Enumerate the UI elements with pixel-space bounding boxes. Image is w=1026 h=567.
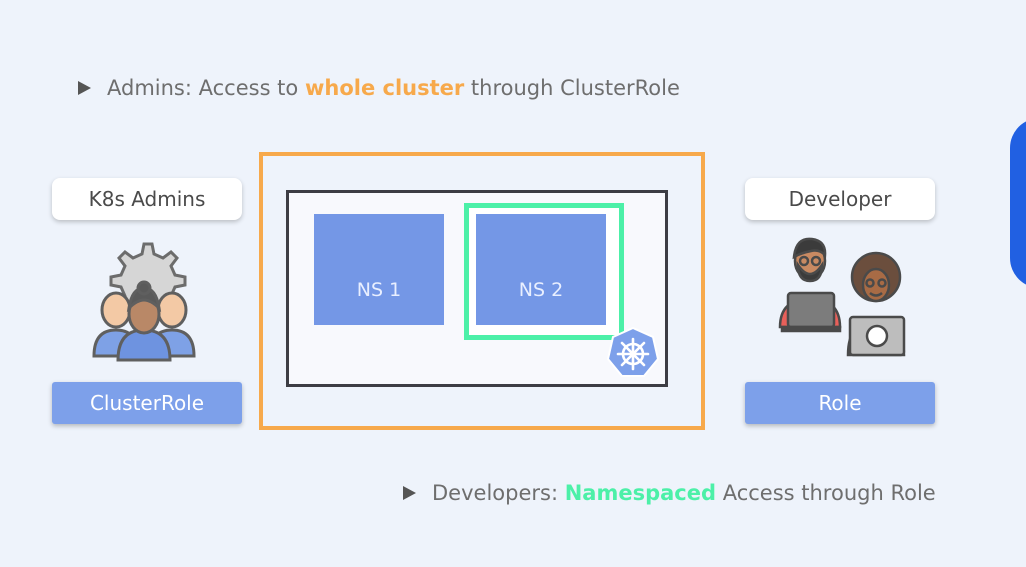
edge-accent-shape — [1010, 118, 1026, 288]
bullet-admins-prefix: Admins: Access to — [107, 76, 299, 100]
namespace-1: NS 1 — [314, 214, 444, 325]
bullet-developers-suffix: Access through Role — [722, 481, 936, 505]
k8s-admins-label: K8s Admins — [52, 178, 242, 220]
bullet-developers: Developers: Namespaced Access through Ro… — [403, 481, 936, 505]
bullet-developers-highlight: Namespaced — [564, 481, 717, 505]
bullet-triangle-icon — [403, 486, 416, 500]
clusterrole-button: ClusterRole — [52, 382, 242, 424]
bullet-admins: Admins: Access to whole cluster through … — [78, 76, 680, 100]
bullet-admins-suffix: through ClusterRole — [470, 76, 680, 100]
developers-laptops-icon — [778, 237, 906, 357]
role-button: Role — [745, 382, 935, 424]
developer-label: Developer — [745, 178, 935, 220]
namespace-2: NS 2 — [476, 214, 606, 325]
admins-gear-group-icon — [92, 242, 196, 362]
bullet-developers-prefix: Developers: — [432, 481, 559, 505]
bullet-admins-highlight: whole cluster — [304, 76, 465, 100]
bullet-triangle-icon — [78, 81, 91, 95]
kubernetes-helm-icon — [606, 326, 660, 377]
cluster-boundary — [259, 152, 705, 430]
